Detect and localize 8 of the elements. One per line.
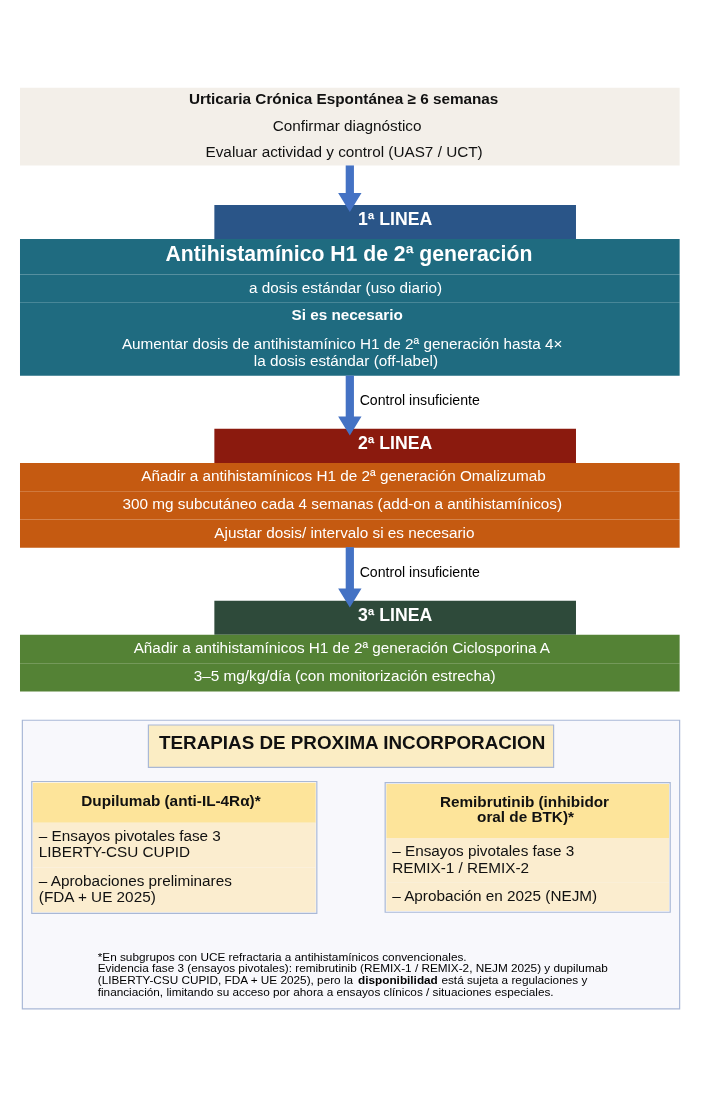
arrow <box>338 375 362 436</box>
label: *En subgrupos con UCE refractaria a antihistamínicos convencionales. <box>97 949 467 963</box>
edge-label: Control insuficiente <box>359 564 480 581</box>
label: Evidencia fase 3 (ensayos pivotales): remibrutinib (REMIX-1 / REMIX-2, NEJM 2025) y dupilumab (LIBERTY-CSU CUPID, FDA + UE 2025), pero la disponibilidad está sujeta a regulaciones y financiación, limitando su acceso por ahora a ensayos clínicos / situaciones especiales. <box>97 961 608 998</box>
arrow <box>338 547 362 608</box>
edge-label: Control insuficiente <box>359 392 480 409</box>
arrow <box>338 165 362 212</box>
node-box: Urticaria Crónica Espontánea ≥ 6 semanas Confirmar diagnóstico Evaluar actividad y control (UAS7 / UCT) <box>20 87 680 166</box>
